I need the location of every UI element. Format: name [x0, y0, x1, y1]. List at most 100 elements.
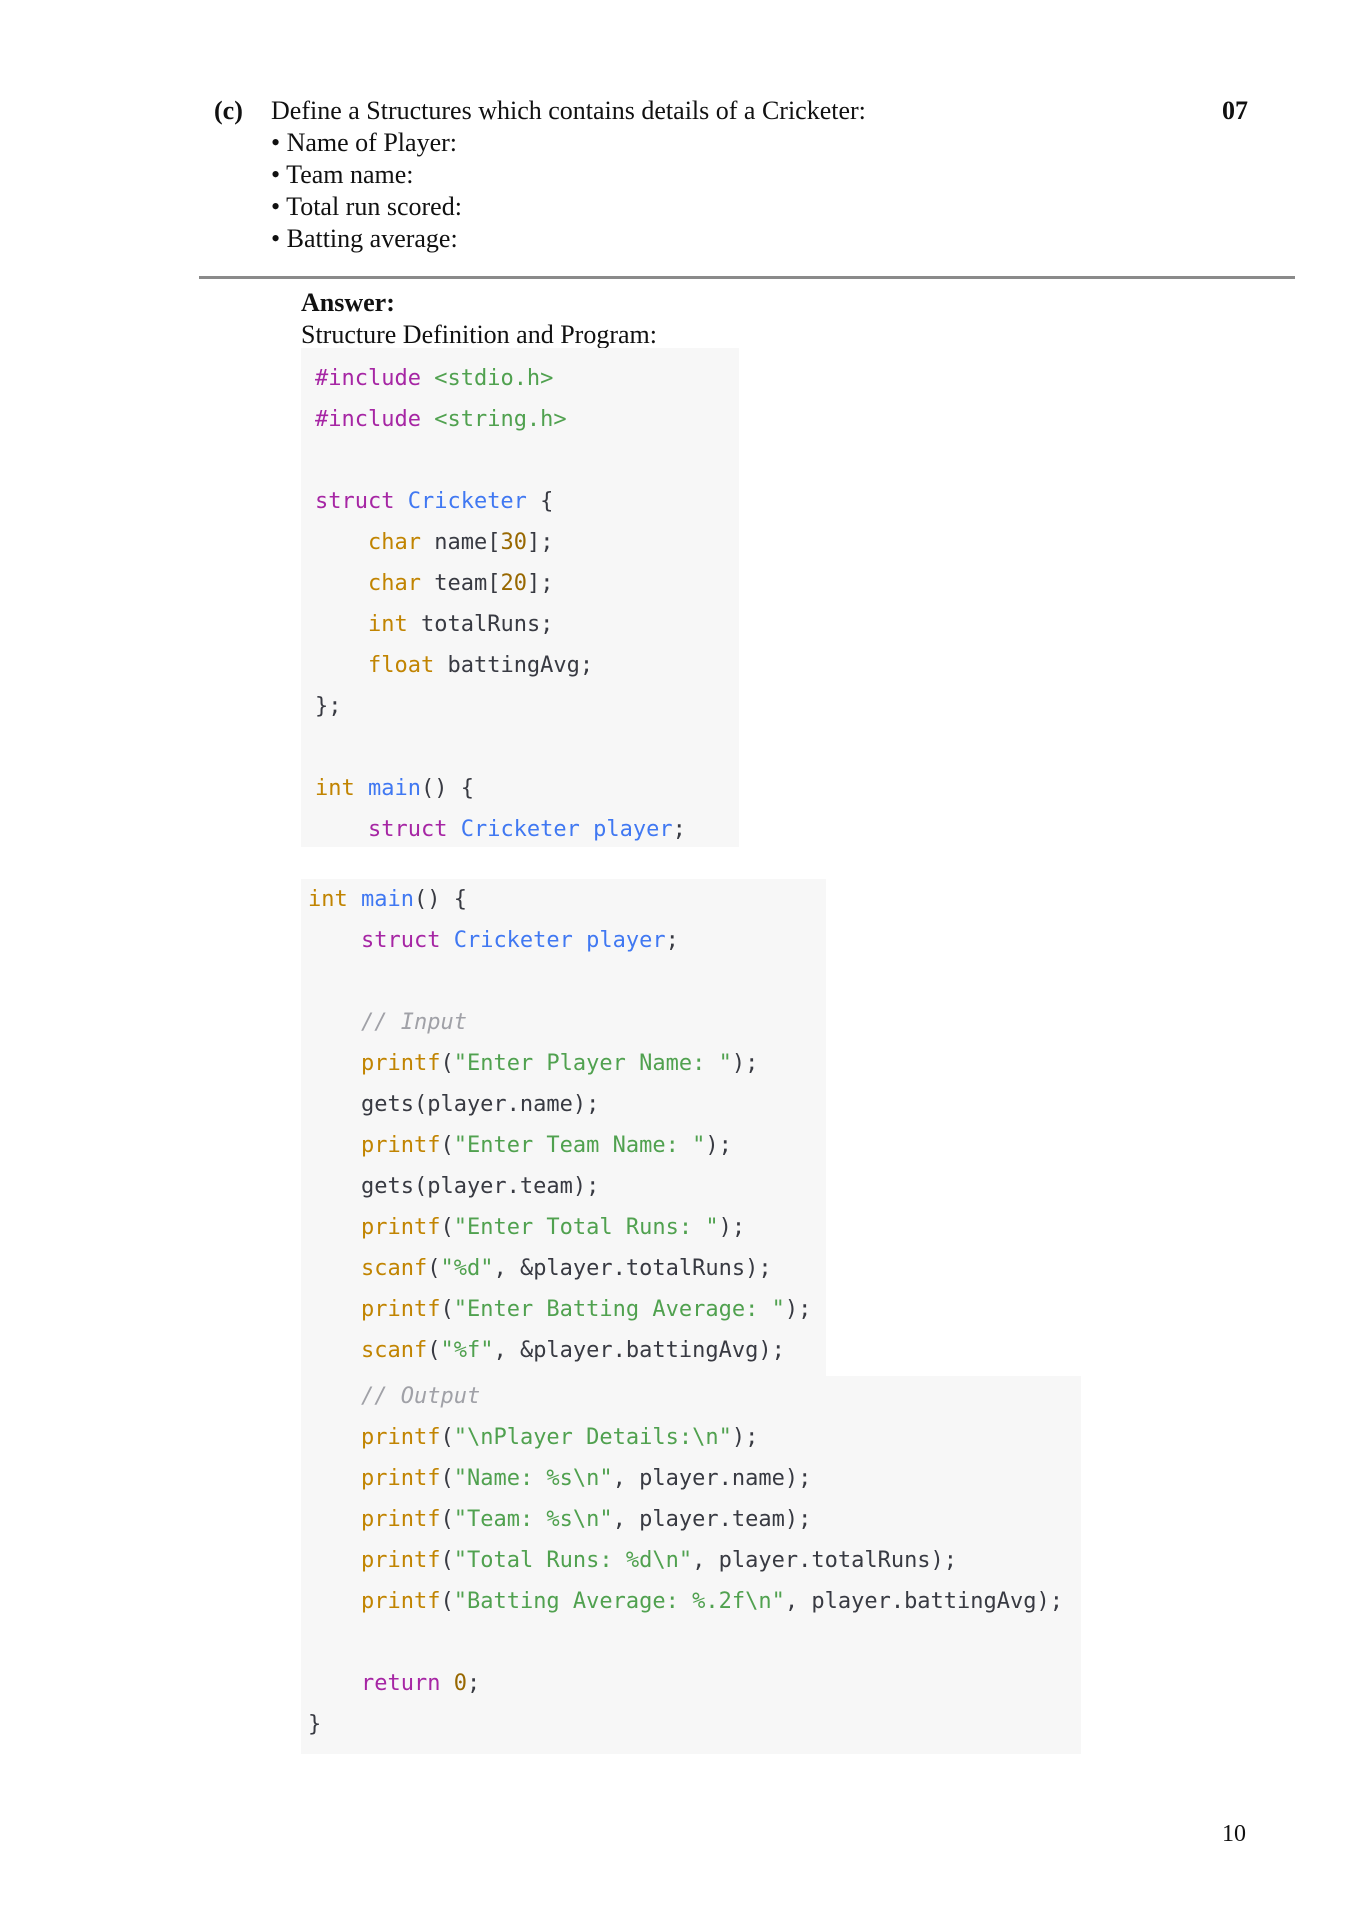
code-token: gets(player.name);: [308, 1092, 600, 1117]
code-token: float: [367, 653, 435, 678]
code-token: );: [784, 1297, 812, 1322]
code-token: <stdio.h>: [434, 366, 554, 391]
code-token: "%f": [440, 1338, 494, 1363]
code-token: (: [440, 1215, 454, 1240]
code-token: ;: [665, 928, 679, 953]
code-token: scanf: [360, 1256, 428, 1281]
code-token: (: [440, 1133, 454, 1158]
code-line: scanf("%f", &player.battingAvg);: [308, 1330, 785, 1371]
code-token: [355, 776, 368, 801]
code-token: struct: [367, 817, 461, 842]
code-token: (: [440, 1507, 454, 1532]
code-token: [308, 1133, 361, 1158]
code-token: [315, 653, 368, 678]
code-token: <string.h>: [434, 407, 567, 432]
code-token: [348, 887, 361, 912]
code-line: };: [315, 686, 342, 727]
code-token: (: [440, 1051, 454, 1076]
code-token: team[: [420, 571, 501, 596]
code-token: [315, 530, 368, 555]
bullet-item-player-name: • Name of Player:: [271, 128, 457, 157]
code-token: int: [308, 887, 348, 912]
code-token: printf: [360, 1548, 441, 1573]
code-line: char name[30];: [315, 522, 553, 563]
code-line: #include <stdio.h>: [315, 358, 553, 399]
code-line: return 0;: [308, 1663, 480, 1704]
code-token: gets(player.team);: [308, 1174, 600, 1199]
code-line: scanf("%d", &player.totalRuns);: [308, 1248, 772, 1289]
code-token: printf: [360, 1133, 441, 1158]
code-token: ;: [672, 817, 686, 842]
code-token: );: [731, 1425, 759, 1450]
code-token: 30: [500, 530, 527, 555]
code-token: );: [731, 1051, 759, 1076]
code-line: int main() {: [315, 768, 474, 809]
code-token: main: [361, 887, 414, 912]
code-token: (: [440, 1548, 454, 1573]
code-token: char: [367, 571, 421, 596]
code-token: printf: [360, 1297, 441, 1322]
code-token: Cricketer player: [453, 928, 666, 953]
question-label: (c): [214, 96, 243, 125]
code-token: printf: [360, 1466, 441, 1491]
code-line: printf("Batting Average: %.2f\n", player…: [308, 1581, 1063, 1622]
code-token: "\nPlayer Details:\n": [453, 1425, 732, 1450]
code-token: #include: [315, 407, 435, 432]
bullet-item-batting-average: • Batting average:: [271, 224, 458, 253]
code-line: }: [308, 1704, 321, 1745]
code-token: (: [427, 1338, 441, 1363]
code-token: [315, 571, 368, 596]
code-token: "Batting Average: %.2f\n": [453, 1589, 785, 1614]
code-token: };: [315, 694, 342, 719]
code-token: (: [440, 1297, 454, 1322]
code-token: [315, 817, 368, 842]
code-line: printf("Enter Team Name: ");: [308, 1125, 732, 1166]
page-number: 10: [1222, 1821, 1246, 1847]
code-token: ];: [526, 530, 554, 555]
code-token: printf: [360, 1589, 441, 1614]
bullet-item-team-name: • Team name:: [271, 160, 414, 189]
code-token: [308, 1384, 361, 1409]
answer-subtitle: Structure Definition and Program:: [301, 320, 657, 349]
code-token: [308, 1010, 361, 1035]
code-token: return: [360, 1671, 454, 1696]
code-token: [308, 1297, 361, 1322]
code-line: #include <string.h>: [315, 399, 567, 440]
code-line: printf("Total Runs: %d\n", player.totalR…: [308, 1540, 957, 1581]
code-block-input: int main() { struct Cricketer player; //…: [301, 879, 826, 1376]
code-token: (: [440, 1425, 454, 1450]
code-token: 20: [500, 571, 527, 596]
code-token: name[: [420, 530, 501, 555]
code-token: printf: [360, 1507, 441, 1532]
code-line: struct Cricketer player;: [308, 920, 679, 961]
code-token: #include: [315, 366, 435, 391]
code-token: struct: [315, 489, 408, 514]
code-token: [308, 928, 361, 953]
code-token: (: [427, 1256, 441, 1281]
code-token: ];: [526, 571, 554, 596]
code-token: , player.team);: [612, 1507, 812, 1532]
code-token: int: [367, 612, 408, 637]
code-token: [308, 1589, 361, 1614]
code-token: );: [718, 1215, 746, 1240]
code-token: struct: [360, 928, 454, 953]
question-title: Define a Structures which contains detai…: [271, 96, 866, 125]
code-token: }: [308, 1712, 322, 1737]
code-token: "Enter Player Name: ": [453, 1051, 732, 1076]
code-token: "Name: %s\n": [453, 1466, 613, 1491]
code-token: [308, 1215, 361, 1240]
code-token: , &player.battingAvg);: [493, 1338, 785, 1363]
code-token: "Enter Team Name: ": [453, 1133, 706, 1158]
code-token: scanf: [360, 1338, 428, 1363]
question-bullet-list: • Name of Player: • Team name: • Total r…: [271, 127, 462, 255]
code-token: "Team: %s\n": [453, 1507, 613, 1532]
code-token: printf: [360, 1425, 441, 1450]
code-block-structure: #include <stdio.h>#include <string.h>str…: [301, 348, 739, 847]
code-line: char team[20];: [315, 563, 553, 604]
code-token: {: [526, 489, 554, 514]
code-line: printf("Enter Batting Average: ");: [308, 1289, 811, 1330]
code-token: , &player.totalRuns);: [493, 1256, 772, 1281]
code-token: 0: [453, 1671, 467, 1696]
code-token: ;: [466, 1671, 481, 1696]
code-token: "Enter Total Runs: ": [453, 1215, 719, 1240]
